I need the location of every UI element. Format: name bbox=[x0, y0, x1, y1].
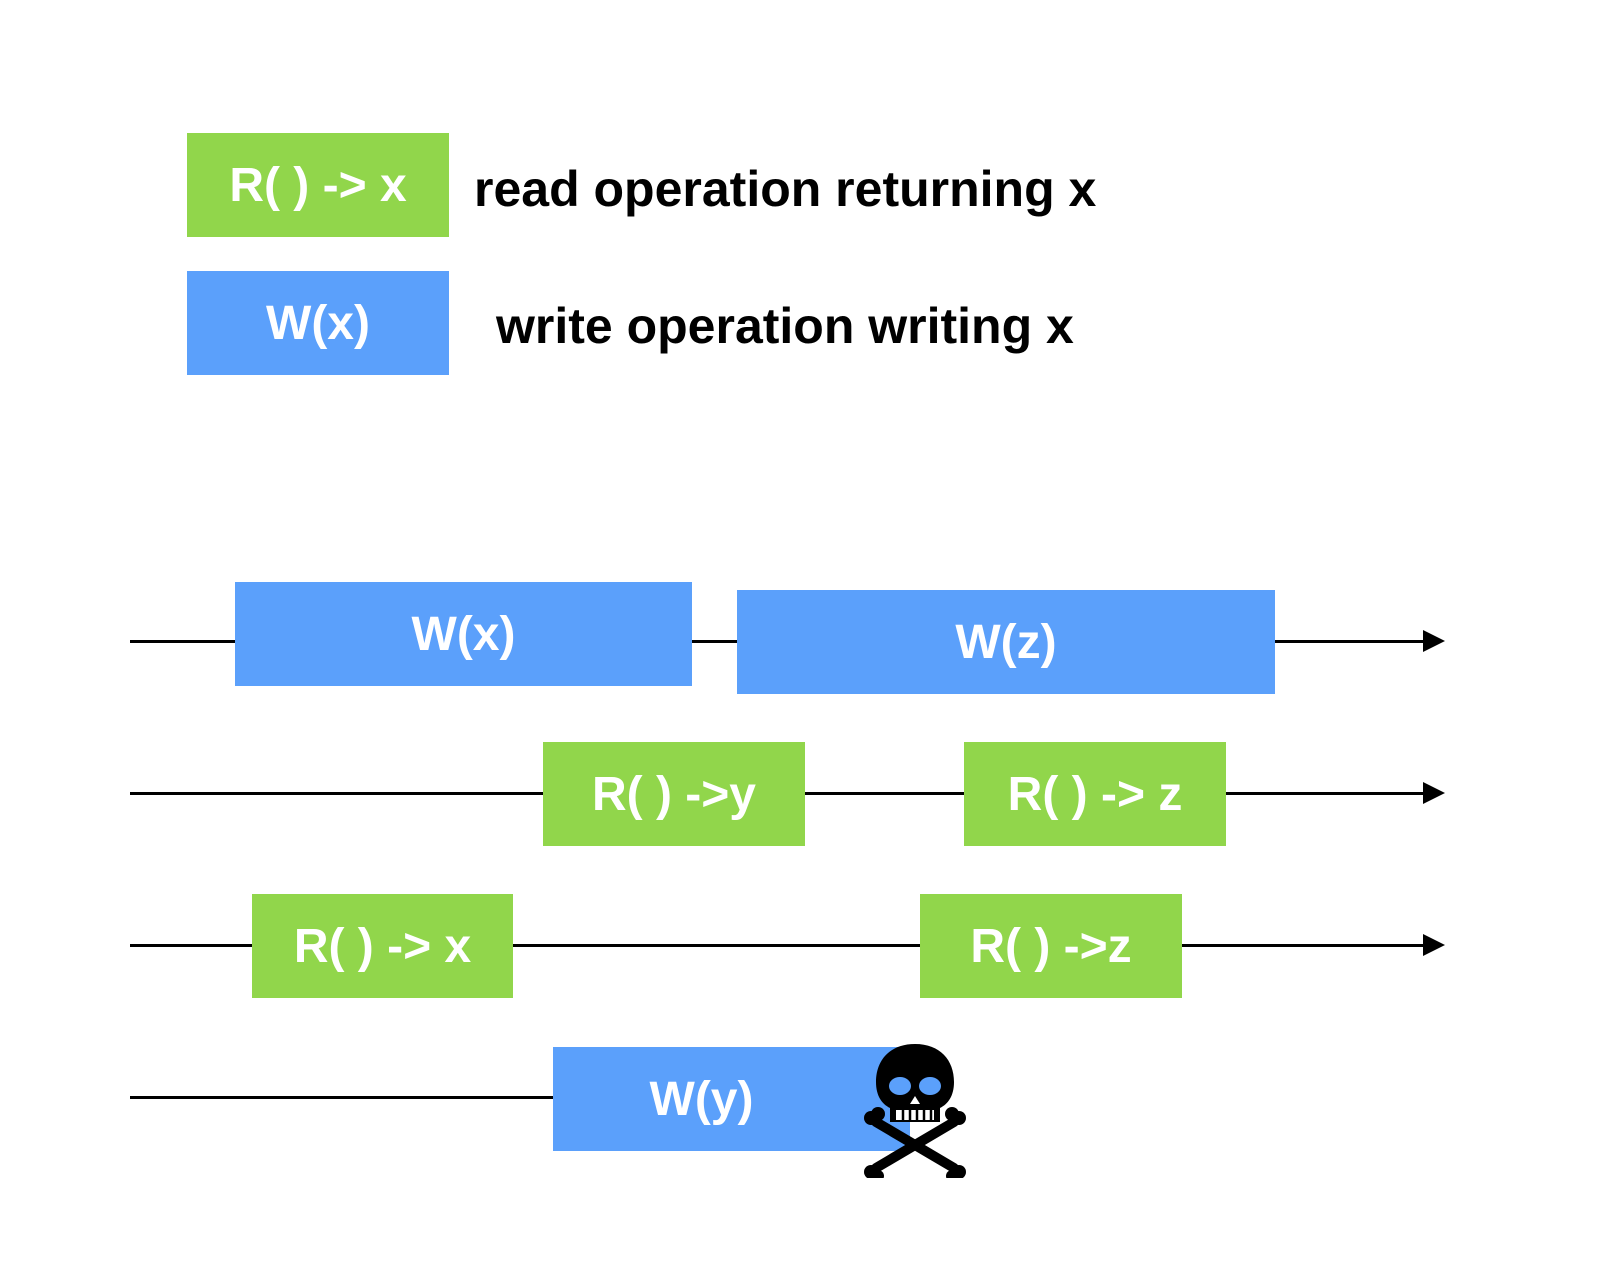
timeline-1-write-z-label: W(z) bbox=[955, 615, 1057, 669]
timeline-3-read-x: R( ) -> x bbox=[252, 894, 513, 998]
timeline-3-arrowhead bbox=[1423, 934, 1445, 956]
timeline-2-read-y: R( ) ->y bbox=[543, 742, 805, 846]
timeline-4-write-y-label: W(y) bbox=[649, 1072, 754, 1126]
timeline-2-read-z-label: R( ) -> z bbox=[1007, 767, 1183, 821]
timeline-1-write-x: W(x) bbox=[235, 582, 692, 686]
legend-read-box-label: R( ) -> x bbox=[229, 158, 407, 212]
timeline-1-write-z: W(z) bbox=[737, 590, 1275, 694]
timeline-2-arrowhead bbox=[1423, 782, 1445, 804]
timeline-3-read-x-label: R( ) -> x bbox=[293, 919, 472, 973]
timeline-4-write-y: W(y) bbox=[553, 1047, 910, 1151]
timeline-1-arrowhead bbox=[1423, 630, 1445, 652]
timeline-2-read-z: R( ) -> z bbox=[964, 742, 1226, 846]
legend-write-description: write operation writing x bbox=[496, 298, 1074, 354]
legend-read-box: R( ) -> x bbox=[187, 133, 449, 237]
timeline-3-read-z-label: R( ) ->z bbox=[970, 919, 1132, 973]
timeline-4-line bbox=[130, 1096, 555, 1099]
timeline-2-read-y-label: R( ) ->y bbox=[591, 767, 756, 821]
legend-write-box-label: W(x) bbox=[266, 296, 370, 350]
timeline-3-read-z: R( ) ->z bbox=[920, 894, 1182, 998]
legend-read-description: read operation returning x bbox=[474, 161, 1097, 217]
timeline-3-line bbox=[130, 944, 1430, 947]
skull-and-crossbones-icon bbox=[864, 1044, 966, 1178]
timeline-1-write-x-label: W(x) bbox=[411, 607, 516, 661]
legend-write-box: W(x) bbox=[187, 271, 449, 375]
